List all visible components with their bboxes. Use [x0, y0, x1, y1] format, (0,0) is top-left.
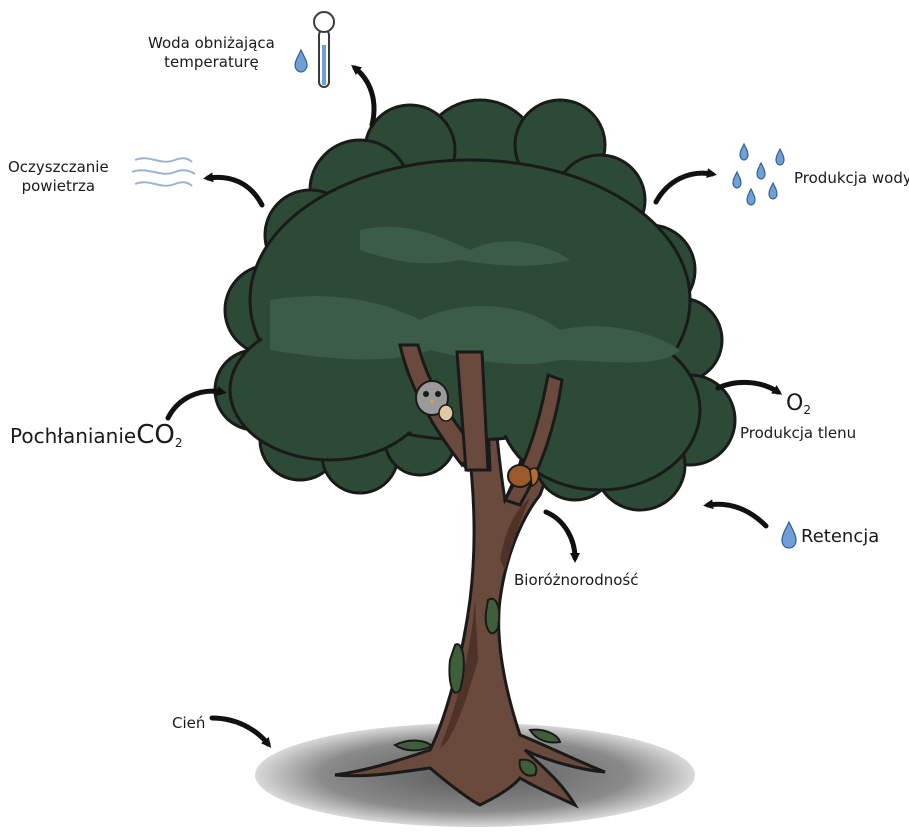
bird-icon	[415, 380, 454, 422]
shade-label: Cień	[172, 714, 206, 732]
squirrel-icon	[507, 464, 540, 488]
arrow-water-production	[653, 168, 717, 205]
air-waves-icon	[131, 157, 196, 187]
thermometer-icon	[313, 11, 335, 88]
water-drop-icon	[746, 187, 756, 206]
oxygen-production-label: Produkcja tlenu	[740, 424, 857, 442]
co2-absorption-text: Pochłanianie	[10, 424, 137, 448]
water-drop-icon	[294, 48, 308, 73]
water-production-label: Produkcja wody	[794, 169, 909, 187]
oxygen-symbol: O	[786, 391, 804, 416]
water-cooling-label: Woda obniżająca temperaturę	[148, 34, 275, 72]
arrow-air-purification	[203, 172, 265, 208]
arrow-biodiversity	[543, 509, 580, 563]
arrow-water-cooling	[351, 64, 377, 128]
water-drop-icon	[739, 142, 749, 161]
oxygen-subscript: 2	[803, 403, 811, 417]
water-drop-icon	[775, 147, 785, 166]
canopy-inner	[233, 163, 697, 487]
arrow-shade	[209, 715, 272, 748]
water-cooling-label-line2: temperaturę	[164, 53, 259, 71]
air-purification-label-line2: powietrza	[21, 177, 96, 195]
co2-absorption-label: PochłanianieCO2	[10, 422, 183, 453]
water-drop-icon	[756, 161, 766, 180]
biodiversity-label: Bioróżnorodność	[514, 571, 639, 589]
retention-label: Retencja	[801, 526, 880, 547]
arrow-retention	[703, 499, 769, 529]
co2-subscript: 2	[174, 436, 183, 450]
water-drop-icon	[732, 170, 742, 189]
air-purification-label-line1: Oczyszczanie	[8, 158, 109, 176]
water-cooling-label-line1: Woda obniżająca	[148, 34, 275, 52]
water-drop-icon	[768, 181, 778, 200]
water-drop-icon	[781, 520, 797, 549]
co2-symbol: CO	[136, 420, 175, 450]
oxygen-symbol-label: O2	[786, 391, 811, 420]
air-purification-label: Oczyszczanie powietrza	[8, 158, 109, 196]
arrow-co2-absorption	[165, 386, 227, 421]
arrow-oxygen-production	[715, 379, 783, 395]
